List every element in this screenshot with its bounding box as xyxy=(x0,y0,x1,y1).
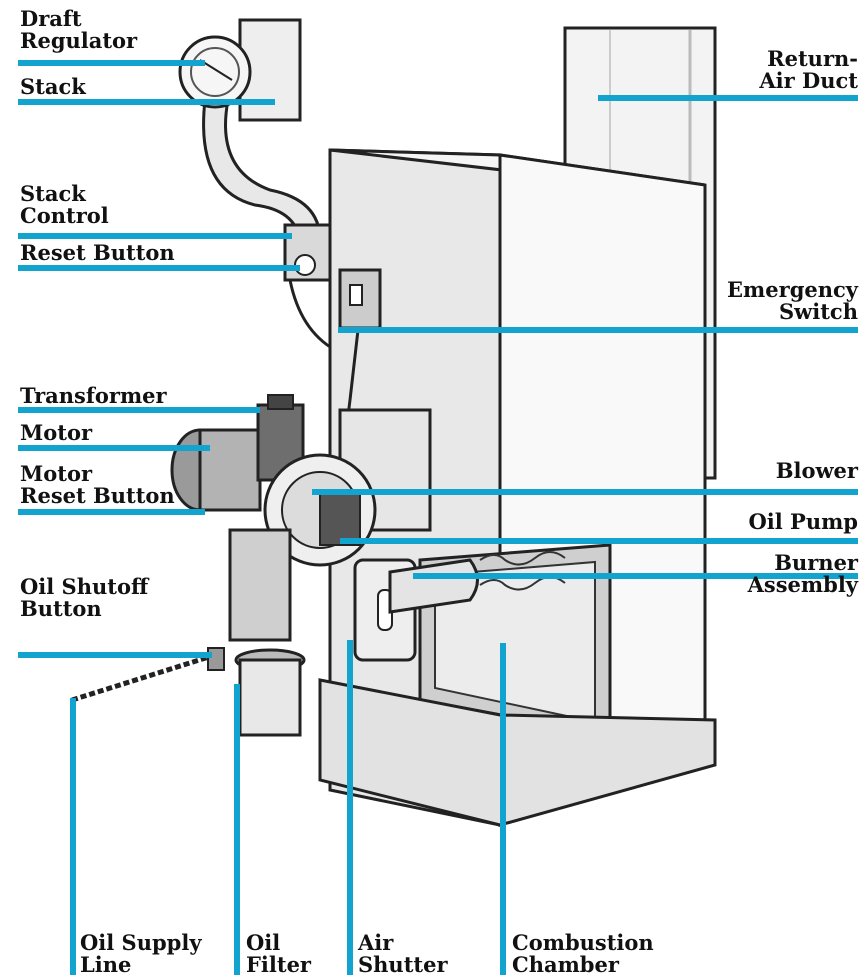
draft-regulator-drawing xyxy=(178,35,252,109)
stack-pipe-drawing xyxy=(202,18,322,242)
label-oil-filter: Oil Filter xyxy=(246,930,311,977)
leader-lines xyxy=(18,60,858,975)
oil-filter-drawing xyxy=(234,648,306,737)
label-motor-reset-button: Motor Reset Button xyxy=(20,461,175,508)
oil-supply-line-drawing xyxy=(71,647,225,703)
label-oil-pump: Oil Pump xyxy=(748,509,858,534)
label-oil-shutoff-button: Oil Shutoff Button xyxy=(20,574,149,621)
label-stack-control: Stack Control xyxy=(20,181,109,228)
stack-control-drawing xyxy=(283,223,336,352)
label-emergency-switch: Emergency Switch xyxy=(727,277,858,324)
label-transformer: Transformer xyxy=(20,383,167,408)
label-motor: Motor xyxy=(20,420,93,445)
label-blower: Blower xyxy=(775,458,858,483)
label-combustion-chamber: Combustion Chamber xyxy=(512,930,654,977)
label-oil-supply-line: Oil Supply Line xyxy=(80,930,202,977)
label-return-air-duct: Return- Air Duct xyxy=(759,46,858,93)
burner-unit-drawing xyxy=(170,394,566,662)
label-stack: Stack xyxy=(20,74,86,99)
label-draft-regulator: Draft Regulator xyxy=(20,6,138,53)
label-reset-button: Reset Button xyxy=(20,240,175,265)
label-burner-assembly: Burner Assembly xyxy=(747,550,858,597)
label-air-shutter: Air Shutter xyxy=(358,930,448,977)
